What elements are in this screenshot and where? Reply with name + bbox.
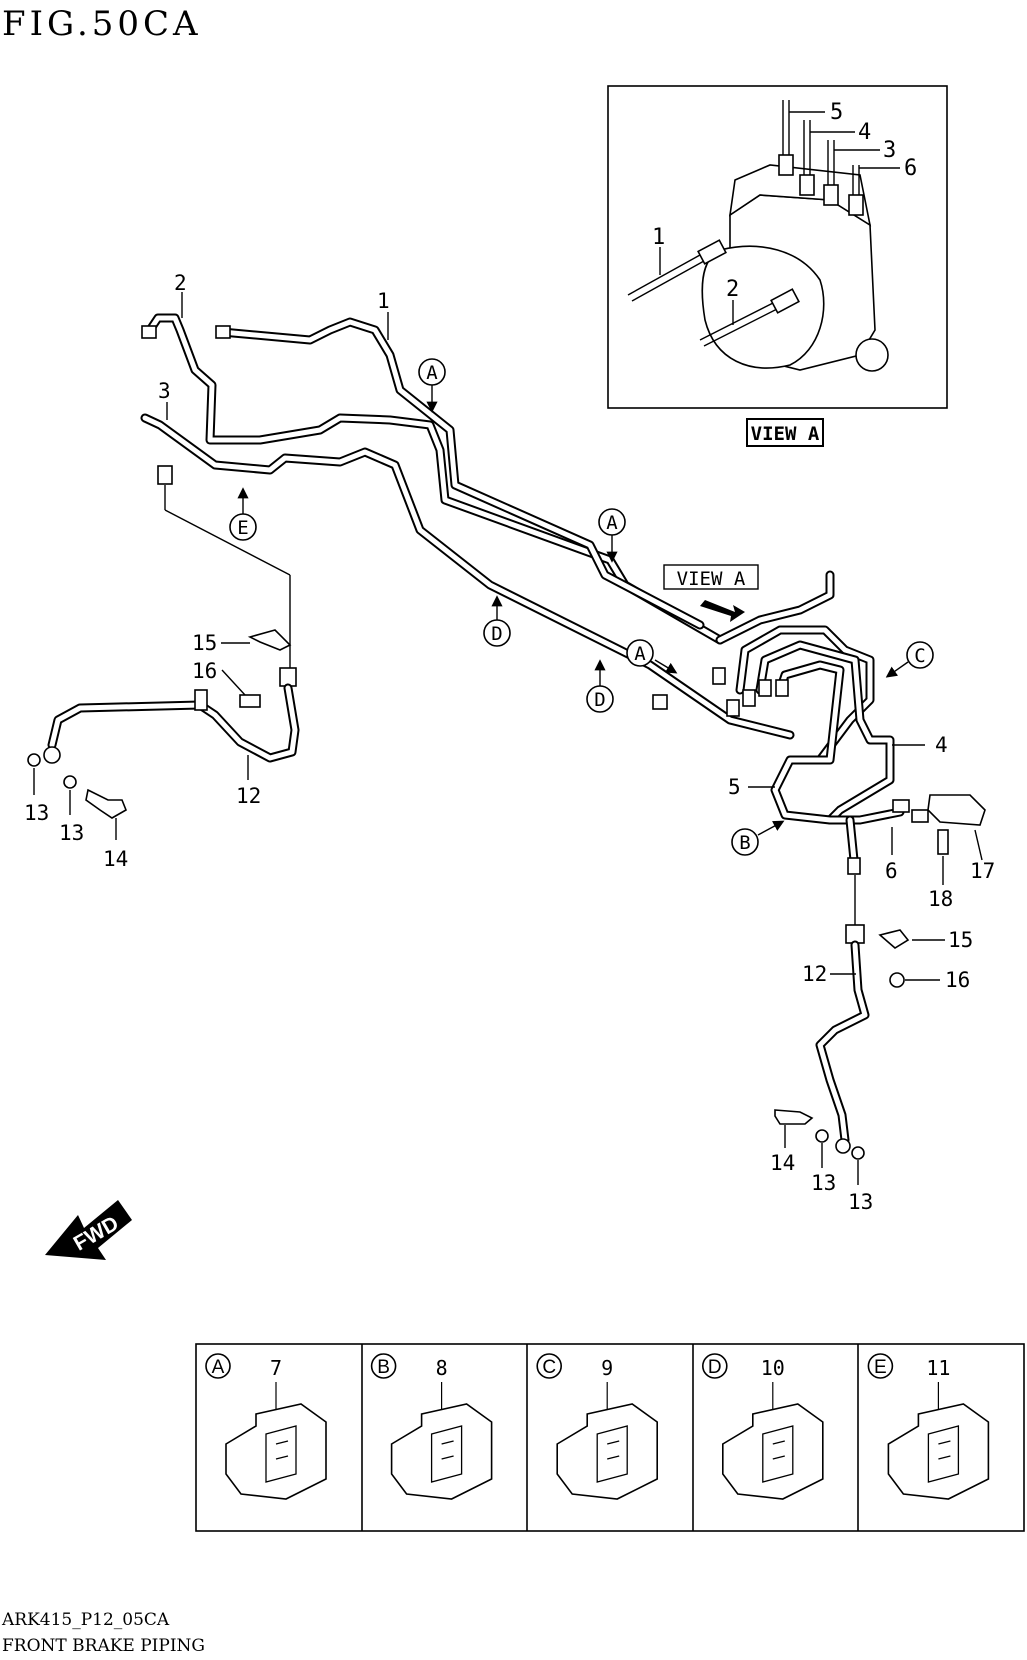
clamp-part-label: 11 xyxy=(926,1356,950,1380)
ref-d-1: D xyxy=(491,623,502,645)
figure-title: FIG.50CA xyxy=(2,4,202,44)
part-14-right-label: 14 xyxy=(770,1151,795,1175)
clamp-ref-label: C xyxy=(542,1357,556,1378)
footer-name: FRONT BRAKE PIPING xyxy=(2,1636,205,1656)
clamp-cell-d: D 10 xyxy=(701,1353,824,1500)
view-a-title-box xyxy=(746,418,824,447)
clamp-icon xyxy=(390,1403,493,1500)
part-6-label: 6 xyxy=(885,859,898,883)
part-16-left-label: 16 xyxy=(192,659,217,683)
ref-e: E xyxy=(237,517,248,539)
view-a-label-6: 6 xyxy=(904,156,917,181)
clamp-part-label: 10 xyxy=(761,1356,785,1380)
part-3-label: 3 xyxy=(158,379,171,403)
reference-markers: A A A B C D D E xyxy=(229,358,934,856)
ref-a-3: A xyxy=(634,643,646,665)
part-13-label-c: 13 xyxy=(811,1171,836,1195)
part-12-right-label: 12 xyxy=(802,962,827,986)
clamp-icon xyxy=(225,1403,327,1500)
right-brake-hose xyxy=(774,794,986,1160)
clamp-icon xyxy=(556,1403,658,1500)
part-14-left-label: 14 xyxy=(103,847,128,871)
clamp-part-label: 9 xyxy=(601,1356,613,1380)
view-a-label-3: 3 xyxy=(883,138,896,163)
view-arrow-icon xyxy=(700,600,745,622)
part-13-label-b: 13 xyxy=(59,821,84,845)
view-a-inset: 5 4 3 6 1 2 xyxy=(607,85,948,409)
clamp-ref-label: B xyxy=(377,1357,390,1378)
view-a-callout-label: VIEW A xyxy=(677,568,746,590)
view-a-label-5: 5 xyxy=(830,100,843,125)
ref-d-2: D xyxy=(594,689,605,711)
clamp-ref-label: A xyxy=(212,1357,225,1378)
ref-a-1: A xyxy=(426,362,438,384)
part-labels: 2 1 3 15 16 12 13 13 14 4 5 6 17 18 15 1… xyxy=(24,271,995,1214)
footer-code: ARK415_P12_05CA xyxy=(2,1610,170,1630)
part-15-right-label: 15 xyxy=(948,928,973,952)
part-5-label: 5 xyxy=(728,775,741,799)
clamp-ref-label: E xyxy=(874,1357,887,1378)
ref-c: C xyxy=(914,645,925,667)
clamp-part-label: 8 xyxy=(436,1356,448,1380)
view-a-title: VIEW A xyxy=(751,423,820,445)
left-brake-hose xyxy=(27,485,300,819)
part-16-right-label: 16 xyxy=(945,968,970,992)
fwd-arrow-icon: FWD xyxy=(45,1200,132,1260)
part-17-label: 17 xyxy=(970,859,995,883)
part-12-left-label: 12 xyxy=(236,784,261,808)
clamp-icon xyxy=(722,1403,824,1500)
part-13-label-a: 13 xyxy=(24,801,49,825)
view-a-label-1: 1 xyxy=(652,225,665,250)
part-13-label-d: 13 xyxy=(848,1190,873,1214)
ref-b: B xyxy=(739,832,750,854)
part-18-label: 18 xyxy=(928,887,953,911)
part-15-left-label: 15 xyxy=(192,631,217,655)
view-a-label-4: 4 xyxy=(858,120,871,145)
clamp-icon xyxy=(887,1403,990,1500)
clamp-ref-label: D xyxy=(708,1357,722,1378)
pipe-fittings xyxy=(141,325,929,875)
view-a-callout: VIEW A xyxy=(663,564,759,622)
clamp-cell-e: E 11 xyxy=(867,1353,990,1500)
part-2-label: 2 xyxy=(174,271,187,295)
ref-a-2: A xyxy=(606,512,618,534)
part-4-label: 4 xyxy=(935,733,948,757)
part-1-label: 1 xyxy=(377,289,390,313)
clamp-part-label: 7 xyxy=(270,1356,282,1380)
view-a-label-2: 2 xyxy=(726,277,739,302)
